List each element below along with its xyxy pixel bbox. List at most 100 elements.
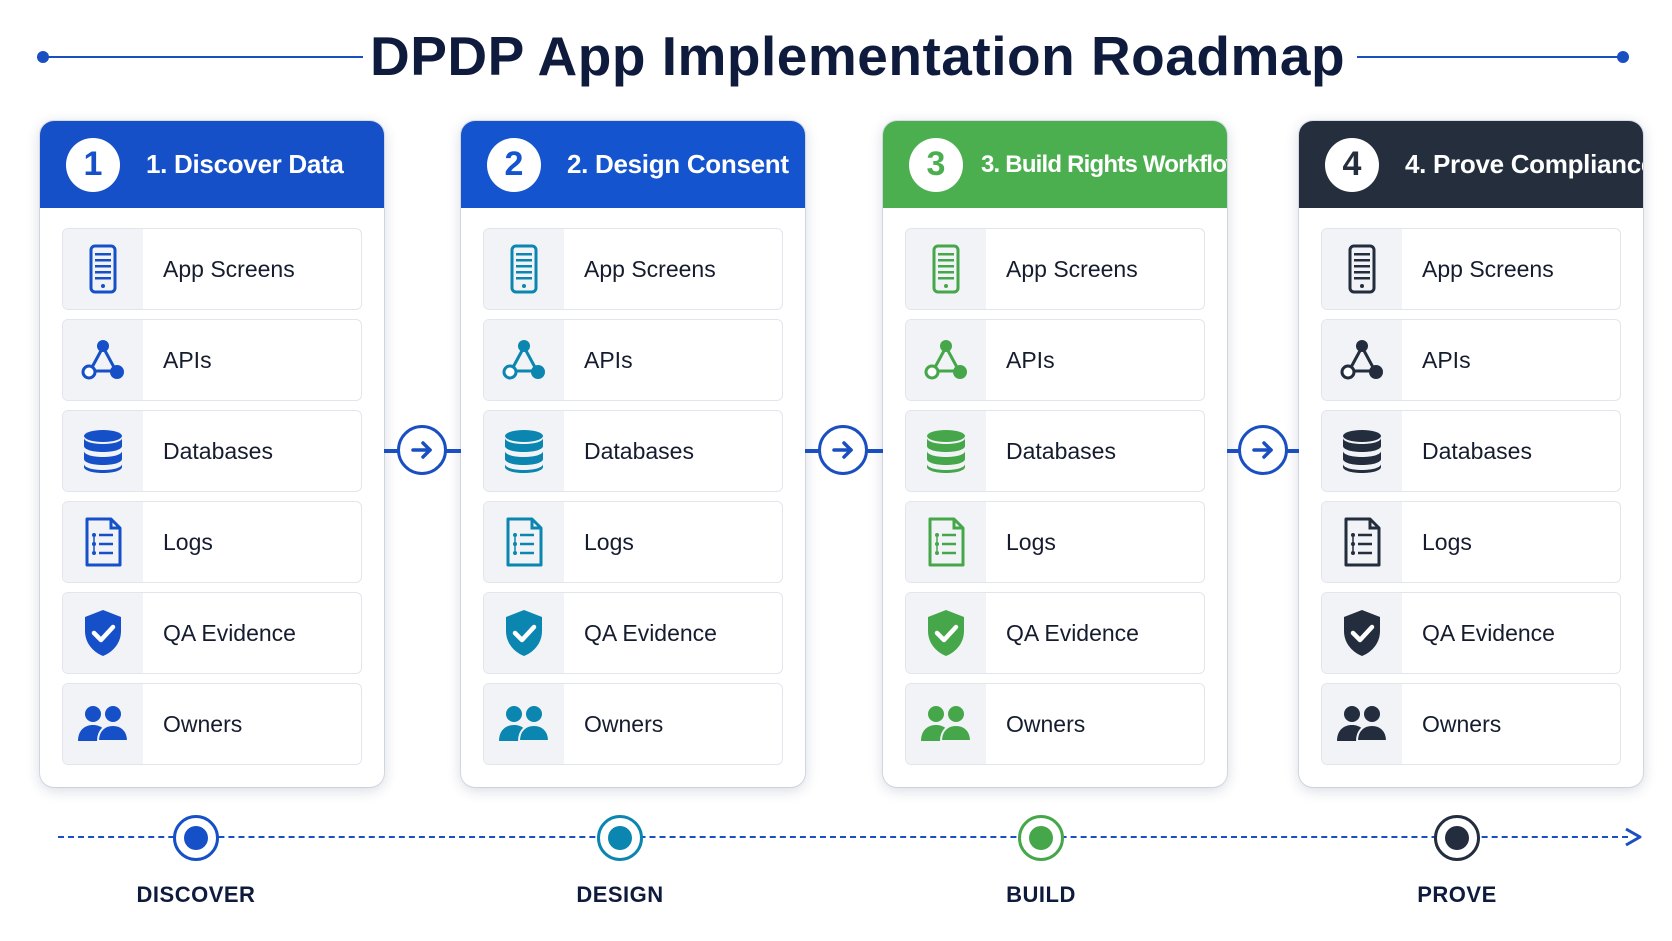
phone-icon [1322, 229, 1402, 309]
milestone-prove [1434, 815, 1480, 861]
item-label: APIs [1422, 346, 1471, 373]
list-item-app-screens: App Screens [62, 228, 362, 310]
item-label: Owners [584, 710, 664, 737]
item-label: Owners [1422, 710, 1502, 737]
item-list: App Screens APIs Databases Logs QA Evide… [1299, 208, 1643, 765]
step-number-badge: 1 [66, 137, 120, 192]
log-document-icon [484, 502, 564, 582]
list-item-qa-evidence: QA Evidence [62, 592, 362, 674]
card-title: 1. Discover Data [146, 149, 344, 179]
milestone-discover [173, 815, 219, 861]
item-list: App Screens APIs Databases Logs QA Evide… [40, 208, 384, 765]
card-discover-data: 1 1. Discover Data App Screens APIs Data… [40, 121, 384, 787]
list-item-apis: APIs [1321, 319, 1621, 401]
users-icon [1322, 684, 1402, 764]
step-number-badge: 3 [909, 137, 963, 192]
item-label: App Screens [584, 255, 716, 282]
database-icon [1322, 411, 1402, 491]
api-nodes-icon [906, 320, 986, 400]
card-title: 3. Build Rights Workflows [981, 150, 1227, 178]
arrow-right-icon [397, 425, 447, 475]
card-build-rights-workflows: 3 3. Build Rights Workflows App Screens … [883, 121, 1227, 787]
list-item-qa-evidence: QA Evidence [1321, 592, 1621, 674]
item-label: Owners [1006, 710, 1086, 737]
list-item-databases: Databases [483, 410, 783, 492]
item-label: Owners [163, 710, 243, 737]
item-label: QA Evidence [1006, 619, 1139, 646]
card-title: 2. Design Consent [567, 149, 789, 179]
item-label: APIs [1006, 346, 1055, 373]
item-label: APIs [584, 346, 633, 373]
title-line-left [43, 56, 363, 58]
shield-check-icon [1322, 593, 1402, 673]
item-label: Databases [1006, 437, 1116, 464]
log-document-icon [906, 502, 986, 582]
timeline-arrowhead-icon [1625, 827, 1642, 847]
step-number-badge: 2 [487, 137, 541, 192]
item-list: App Screens APIs Databases Logs QA Evide… [883, 208, 1227, 765]
list-item-app-screens: App Screens [483, 228, 783, 310]
database-icon [906, 411, 986, 491]
item-label: Logs [1422, 528, 1472, 555]
api-nodes-icon [484, 320, 564, 400]
list-item-qa-evidence: QA Evidence [483, 592, 783, 674]
database-icon [484, 411, 564, 491]
list-item-logs: Logs [905, 501, 1205, 583]
item-label: Logs [584, 528, 634, 555]
api-nodes-icon [1322, 320, 1402, 400]
list-item-logs: Logs [62, 501, 362, 583]
api-nodes-icon [63, 320, 143, 400]
users-icon [906, 684, 986, 764]
shield-check-icon [906, 593, 986, 673]
list-item-owners: Owners [483, 683, 783, 765]
list-item-owners: Owners [62, 683, 362, 765]
card-header: 3 3. Build Rights Workflows [883, 121, 1227, 208]
stage-label-prove: PROVE [1417, 882, 1497, 907]
item-label: App Screens [1422, 255, 1554, 282]
item-label: Databases [584, 437, 694, 464]
list-item-apis: APIs [483, 319, 783, 401]
arrow-right-icon [1238, 425, 1288, 475]
phone-icon [906, 229, 986, 309]
users-icon [484, 684, 564, 764]
list-item-apis: APIs [62, 319, 362, 401]
list-item-owners: Owners [905, 683, 1205, 765]
stage-label-design: DESIGN [576, 882, 664, 907]
item-label: QA Evidence [1422, 619, 1555, 646]
list-item-apis: APIs [905, 319, 1205, 401]
card-prove-compliance: 4 4. Prove Compliance App Screens APIs D… [1299, 121, 1643, 787]
card-design-consent: 2 2. Design Consent App Screens APIs Dat… [461, 121, 805, 787]
list-item-databases: Databases [62, 410, 362, 492]
database-icon [63, 411, 143, 491]
page-title: DPDP App Implementation Roadmap [370, 25, 1346, 87]
title-line-right [1357, 56, 1623, 58]
card-title: 4. Prove Compliance [1405, 149, 1643, 179]
list-item-owners: Owners [1321, 683, 1621, 765]
phone-icon [484, 229, 564, 309]
item-label: APIs [163, 346, 212, 373]
list-item-logs: Logs [1321, 501, 1621, 583]
list-item-app-screens: App Screens [905, 228, 1205, 310]
list-item-app-screens: App Screens [1321, 228, 1621, 310]
card-header: 4 4. Prove Compliance [1299, 121, 1643, 208]
item-label: Databases [1422, 437, 1532, 464]
log-document-icon [1322, 502, 1402, 582]
phone-icon [63, 229, 143, 309]
title-row: DPDP App Implementation Roadmap [0, 22, 1672, 90]
list-item-databases: Databases [905, 410, 1205, 492]
card-header: 2 2. Design Consent [461, 121, 805, 208]
card-header: 1 1. Discover Data [40, 121, 384, 208]
stage-label-build: BUILD [1006, 882, 1076, 907]
item-label: QA Evidence [163, 619, 296, 646]
item-label: App Screens [163, 255, 295, 282]
timeline-dashed-line [58, 836, 1628, 840]
item-label: Logs [163, 528, 213, 555]
stage-label-discover: DISCOVER [136, 882, 256, 907]
shield-check-icon [63, 593, 143, 673]
item-label: Databases [163, 437, 273, 464]
milestone-design [597, 815, 643, 861]
list-item-qa-evidence: QA Evidence [905, 592, 1205, 674]
item-label: Logs [1006, 528, 1056, 555]
item-label: App Screens [1006, 255, 1138, 282]
list-item-logs: Logs [483, 501, 783, 583]
